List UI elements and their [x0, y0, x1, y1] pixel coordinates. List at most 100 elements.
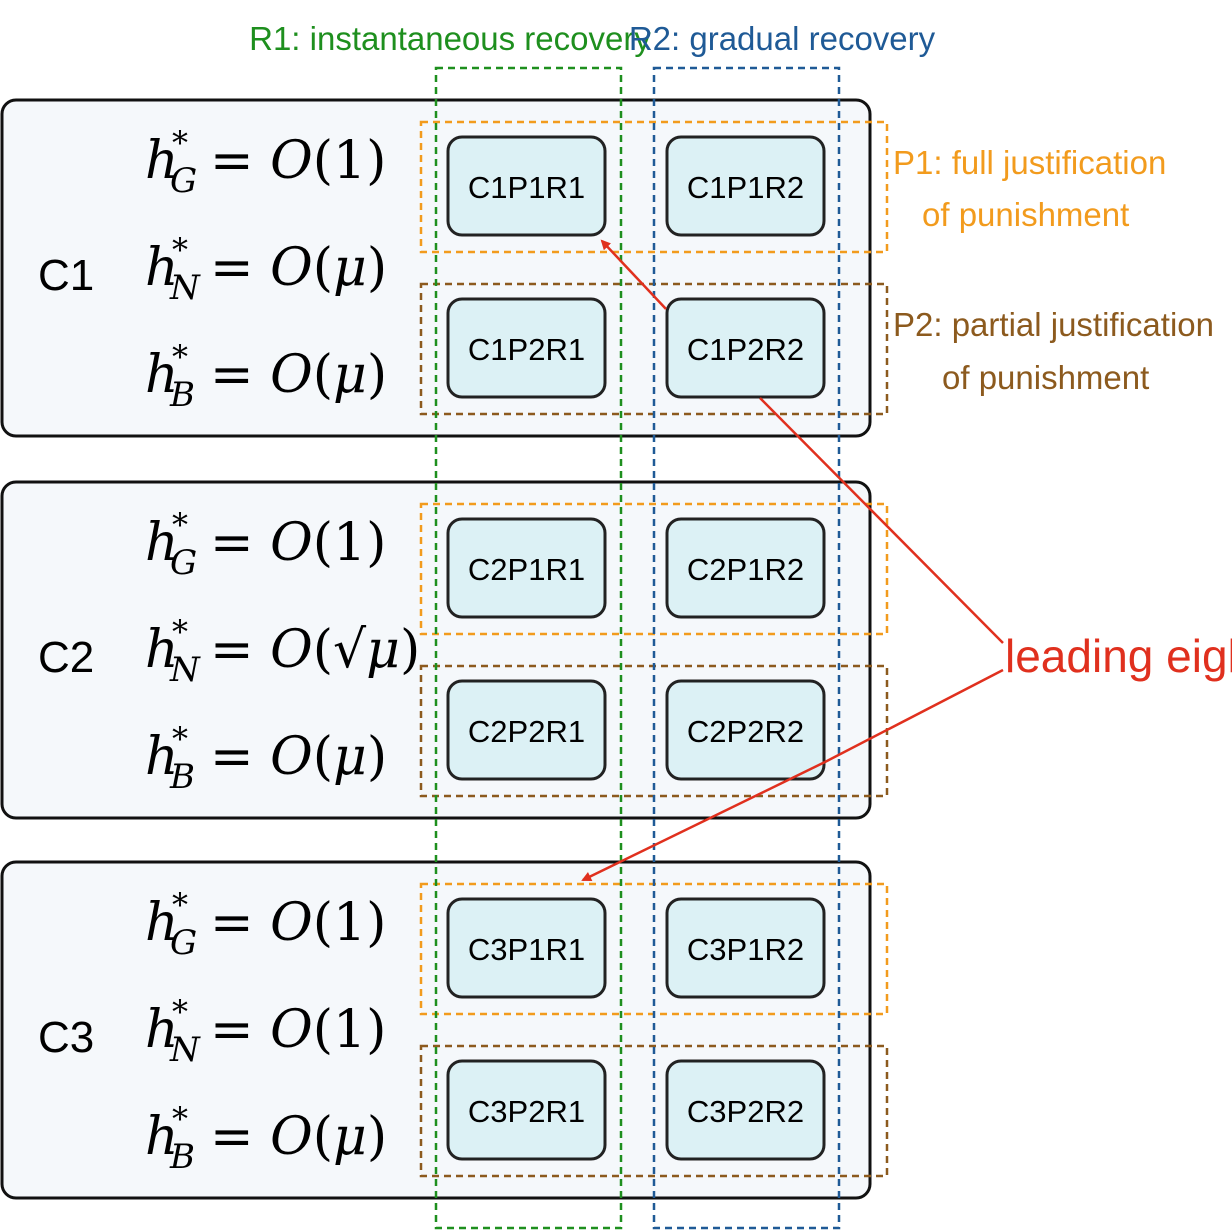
- cell-label: C1P1R2: [687, 170, 804, 205]
- cell-box: [446, 517, 607, 619]
- leading-eight-arrow-c1p2r2: [600, 239, 667, 310]
- svg-text:*: *: [172, 720, 188, 758]
- equation-text: = O(μ): [210, 238, 387, 298]
- equation-h-n: h*N= O(1): [145, 993, 386, 1070]
- svg-text:h: h: [145, 513, 179, 573]
- cell-label: C2P2R2: [687, 714, 804, 749]
- equation-text: = O(1): [210, 131, 386, 191]
- cell-box: [665, 1059, 826, 1161]
- condition-panels: [0, 98, 872, 1200]
- svg-text:*: *: [172, 231, 188, 269]
- svg-text:h: h: [145, 620, 179, 680]
- condition-panel-c2: [0, 480, 872, 820]
- cell-label: C2P1R2: [687, 552, 804, 587]
- row-header-p1-line1: P1: full justification: [893, 144, 1166, 181]
- equation-text: = O(μ): [210, 727, 387, 787]
- row-headers: P1: full justification of punishment P2:…: [893, 144, 1214, 396]
- cell-box: [446, 135, 607, 237]
- equation-text: = O(1): [210, 513, 386, 573]
- cell-box: [446, 897, 607, 999]
- svg-text:N: N: [169, 1030, 201, 1070]
- cell-c3p2r2: C3P2R2: [665, 1059, 826, 1161]
- cell-label: C2P1R1: [468, 552, 585, 587]
- cell-label: C1P2R1: [468, 332, 585, 367]
- cell-c2p1r1: C2P1R1: [446, 517, 607, 619]
- condition-label-c1: C1: [38, 251, 94, 300]
- cell-c1p1r2: C1P1R2: [665, 135, 826, 237]
- equation-h-b: h*B= O(μ): [145, 338, 387, 415]
- column-header-r2: R2: gradual recovery: [629, 20, 936, 57]
- row-header-p2-line1: P2: partial justification: [893, 306, 1214, 343]
- svg-text:h: h: [145, 893, 179, 953]
- condition-equations: C1h*G= O(1)h*N= O(μ)h*B= O(μ)C2h*G= O(1)…: [38, 124, 420, 1177]
- equation-h-g: h*G = O(1): [145, 124, 386, 201]
- equation-h-g: h*G = O(1): [145, 886, 386, 963]
- equation-text: = O(1): [210, 1000, 386, 1060]
- cell-box: [665, 297, 826, 399]
- cell-label: C1P2R2: [687, 332, 804, 367]
- row-header-p2-line2: of punishment: [942, 359, 1149, 396]
- cell-c2p1r2: C2P1R2: [665, 517, 826, 619]
- svg-text:h: h: [145, 1000, 179, 1060]
- svg-text:*: *: [172, 506, 188, 544]
- cell-c3p2r1: C3P2R1: [446, 1059, 607, 1161]
- cell-label: C1P1R1: [468, 170, 585, 205]
- svg-text:B: B: [169, 757, 195, 797]
- leading-eight-annotation: leading eight: [581, 239, 1232, 882]
- svg-text:h: h: [145, 727, 179, 787]
- svg-text:h: h: [145, 238, 179, 298]
- cell-box: [665, 897, 826, 999]
- equation-h-n: h*N= O(√μ): [145, 613, 420, 690]
- condition-label-c3: C3: [38, 1013, 94, 1062]
- leading-eight-line-upper: [759, 397, 1004, 644]
- row-header-p1-line2: of punishment: [922, 196, 1129, 233]
- svg-text:h: h: [145, 131, 179, 191]
- equation-h-n: h*N= O(μ): [145, 231, 387, 308]
- svg-text:B: B: [169, 1137, 195, 1177]
- equation-text: = O(1): [210, 893, 386, 953]
- cell-c3p1r1: C3P1R1: [446, 897, 607, 999]
- cell-label: C3P1R1: [468, 932, 585, 967]
- svg-text:N: N: [169, 268, 201, 308]
- equation-text: = O(√μ): [210, 620, 420, 680]
- svg-text:*: *: [172, 124, 188, 162]
- svg-text:h: h: [145, 345, 179, 405]
- cell-box: [446, 297, 607, 399]
- cell-box: [665, 517, 826, 619]
- column-header-r1: R1: instantaneous recovery: [249, 20, 651, 57]
- svg-text:G: G: [170, 923, 197, 963]
- column-headers: R1: instantaneous recovery R2: gradual r…: [249, 20, 936, 57]
- svg-text:*: *: [172, 886, 188, 924]
- equation-h-b: h*B = O(μ): [145, 1100, 387, 1177]
- cell-box: [665, 679, 826, 781]
- cell-label: C3P1R2: [687, 932, 804, 967]
- cell-label: C3P2R1: [468, 1094, 585, 1129]
- svg-text:G: G: [170, 161, 197, 201]
- cell-c2p2r1: C2P2R1: [446, 679, 607, 781]
- leading-eight-arrow-c2p2r2: [581, 760, 826, 882]
- cell-box: [665, 135, 826, 237]
- cell-box: [446, 1059, 607, 1161]
- cell-label: C3P2R2: [687, 1094, 804, 1129]
- cell-c1p1r1: C1P1R1: [446, 135, 607, 237]
- p2-band-c3: [419, 1044, 889, 1178]
- svg-text:h: h: [145, 1107, 179, 1167]
- equation-h-g: h*G = O(1): [145, 506, 386, 583]
- cell-c1p2r1: C1P2R1: [446, 297, 607, 399]
- cell-c1p2r2: C1P2R2: [665, 297, 826, 399]
- svg-text:*: *: [172, 338, 188, 376]
- p1-band-c1: [419, 120, 889, 254]
- leading-eight-label: leading eight: [1005, 630, 1232, 682]
- svg-text:*: *: [172, 1100, 188, 1138]
- condition-label-c2: C2: [38, 633, 94, 682]
- equation-text: = O(μ): [210, 1107, 387, 1167]
- svg-text:*: *: [172, 613, 188, 651]
- cell-box: [446, 679, 607, 781]
- cell-c3p1r2: C3P1R2: [665, 897, 826, 999]
- svg-text:G: G: [170, 543, 197, 583]
- cell-label: C2P2R1: [468, 714, 585, 749]
- equation-h-b: h*B = O(μ): [145, 720, 387, 797]
- equation-text: = O(μ): [210, 345, 387, 405]
